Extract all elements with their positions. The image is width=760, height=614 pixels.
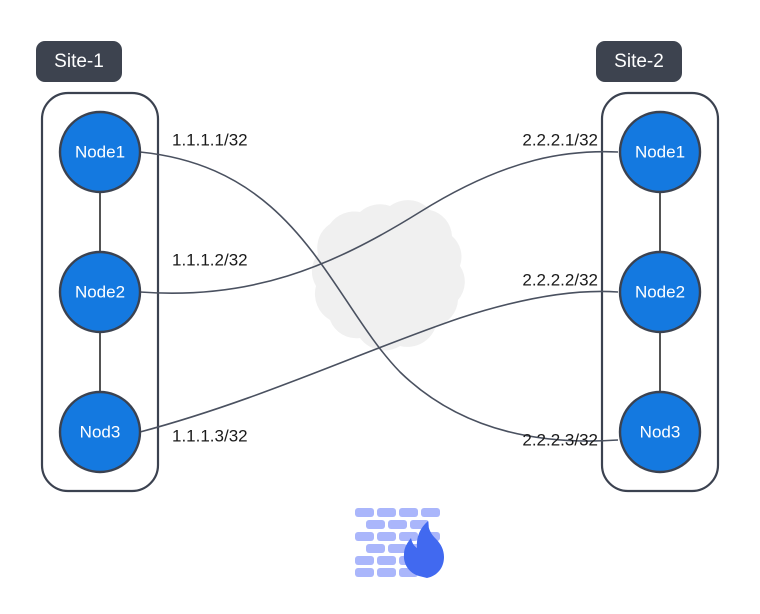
link-label-1-1-1-3: 1.1.1.3/32: [172, 426, 248, 445]
node-label: Node1: [75, 142, 125, 161]
intra-site-connectors: [99, 191, 661, 395]
node-circle: [618, 250, 702, 334]
firewall-flame: [403, 521, 444, 578]
site-1-node-2[interactable]: Node2: [58, 250, 142, 334]
node-circle: [58, 110, 142, 194]
firewall-icon[interactable]: [355, 508, 444, 578]
link-s1node3-to-s2node2[interactable]: [139, 290, 619, 433]
site-1-node-1[interactable]: Node1: [58, 110, 142, 194]
site-2-node-2[interactable]: Node2: [618, 250, 702, 334]
link-label-2-2-2-1: 2.2.2.1/32: [522, 130, 598, 149]
site-2-node-3[interactable]: Nod3: [618, 390, 702, 474]
badge-background: [596, 41, 682, 82]
link-label-1-1-1-2: 1.1.1.2/32: [172, 250, 248, 269]
site-1-badge-label: Site-1: [54, 51, 104, 72]
badge-background: [36, 41, 122, 82]
node-label: Node2: [635, 282, 685, 301]
node-label: Node2: [75, 282, 125, 301]
link-label-2-2-2-3: 2.2.2.3/32: [522, 430, 598, 449]
site-2-node-1[interactable]: Node1: [618, 110, 702, 194]
link-s1node1-to-s2node3[interactable]: [139, 151, 619, 442]
site-2-badge[interactable]: Site-2: [596, 41, 682, 82]
link-s1node2-to-s2node1[interactable]: [139, 150, 619, 295]
node-circle: [618, 110, 702, 194]
node-circle: [58, 250, 142, 334]
inter-site-links: [139, 150, 619, 442]
site-1-badge[interactable]: Site-1: [36, 41, 122, 82]
node-circle: [58, 390, 142, 474]
link-label-1-1-1-1: 1.1.1.1/32: [172, 130, 248, 149]
site-1-node-3[interactable]: Nod3: [58, 390, 142, 474]
wan-cloud: [311, 200, 465, 351]
node-label: Nod3: [80, 422, 121, 441]
node-circle: [618, 390, 702, 474]
node-label: Nod3: [640, 422, 681, 441]
link-label-2-2-2-2: 2.2.2.2/32: [522, 270, 598, 289]
site-2-badge-label: Site-2: [614, 51, 664, 72]
node-label: Node1: [635, 142, 685, 161]
